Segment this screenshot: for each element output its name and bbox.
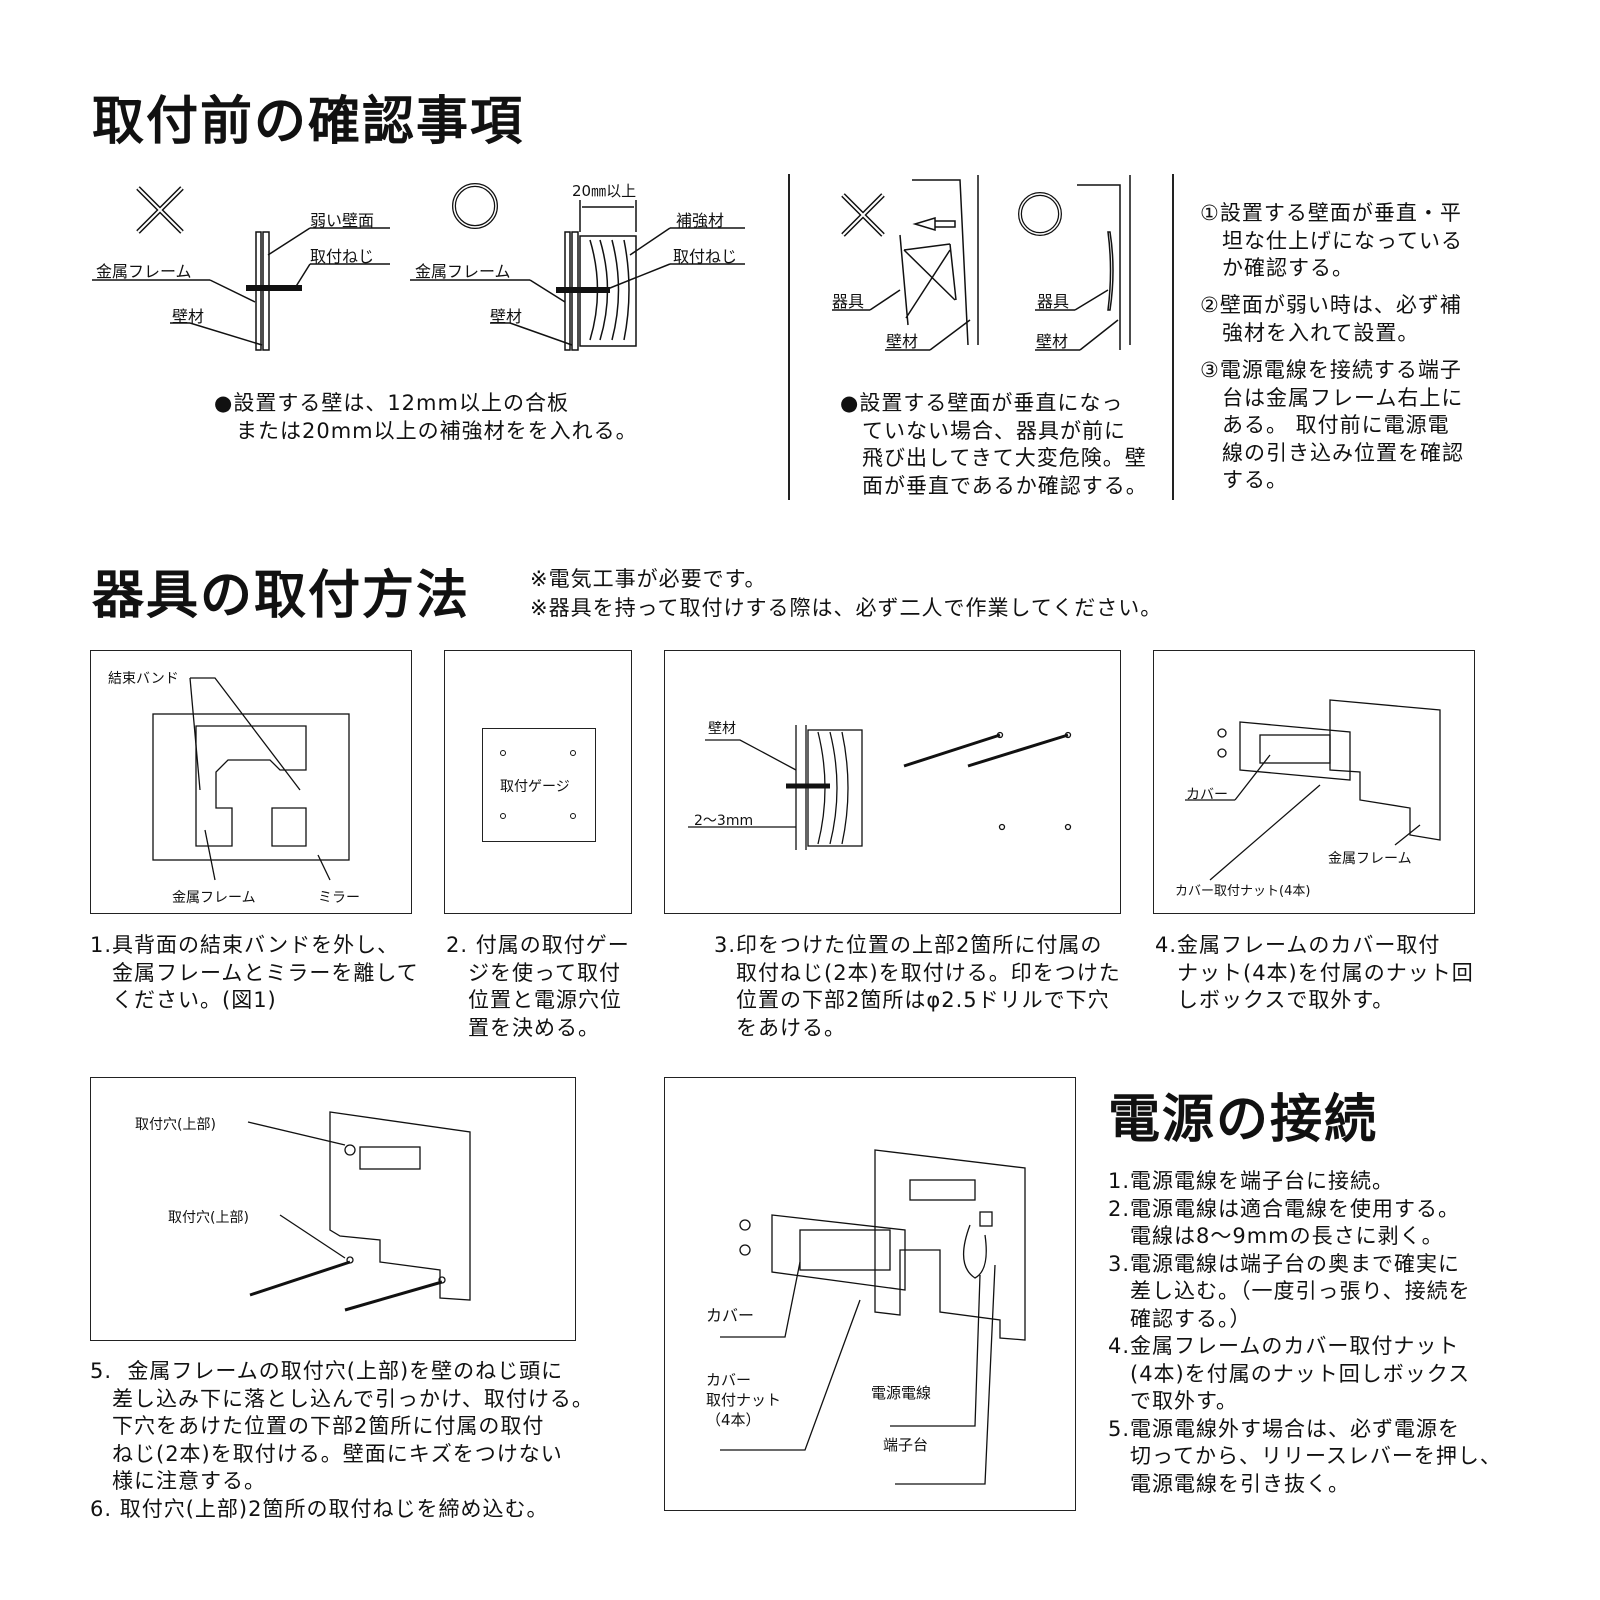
section-title-power-connection: 電源の接続 bbox=[1108, 1090, 1379, 1150]
figure-step-2 bbox=[444, 650, 632, 914]
label-cover: カバー bbox=[706, 1306, 755, 1325]
figure-step-5 bbox=[90, 1077, 576, 1341]
note-electrical-work: ※電気工事が必要です。 bbox=[530, 567, 767, 591]
wall-vertical-caption: ●設置する壁面が垂直になっ ていない場合、器具が前に 飛び出してきて大変危険。壁… bbox=[840, 391, 1148, 498]
step-1-caption: 1.具背面の結束バンドを外し、 金属フレームとミラーを離して ください。(図1) bbox=[90, 933, 419, 1012]
section-title-precheck: 取付前の確認事項 bbox=[92, 92, 525, 152]
label-metal-frame: 金属フレーム bbox=[415, 262, 511, 281]
label-gauge: 取付ゲージ bbox=[500, 779, 570, 795]
label-fixture: 器具 bbox=[1037, 292, 1070, 311]
label-mounting-hole-upper: 取付穴(上部) bbox=[168, 1210, 249, 1226]
step-5-6-caption: 5. 金属フレームの取付穴(上部)を壁のねじ頭に 差し込み下に落とし込んで引っか… bbox=[90, 1359, 594, 1521]
step-2-caption: 2. 付属の取付ゲー ジを使って取付 位置と電源穴位 置を決める。 bbox=[446, 933, 630, 1040]
label-dimension: 20㎜以上 bbox=[572, 182, 637, 200]
divider bbox=[1172, 174, 1174, 500]
label-metal-frame: 金属フレーム bbox=[172, 890, 256, 906]
label-weak-wall: 弱い壁面 bbox=[310, 211, 375, 230]
label-reinforcement: 補強材 bbox=[676, 211, 725, 230]
power-connection-instructions: 1.電源電線を端子台に接続。 2.電源電線は適合電線を使用する。 電線は8〜9m… bbox=[1108, 1169, 1502, 1496]
figure-step-4 bbox=[1153, 650, 1475, 914]
wall-strength-caption: ●設置する壁は、12mm以上の合板 または20mm以上の補強材をを入れる。 bbox=[214, 391, 638, 443]
label-metal-frame: 金属フレーム bbox=[1328, 851, 1412, 867]
checklist-item-1: ①設置する壁面が垂直・平 坦な仕上げになっている か確認する。 bbox=[1200, 201, 1463, 280]
label-mirror: ミラー bbox=[318, 890, 360, 906]
label-cover: カバー bbox=[1186, 787, 1228, 803]
label-cover-nut: カバー 取付ナット （4本） bbox=[706, 1371, 782, 1429]
figure-power-connection bbox=[664, 1077, 1076, 1511]
note-two-people: ※器具を持って取付けする際は、必ず二人で作業してください。 bbox=[530, 596, 1163, 620]
label-gap: 2〜3mm bbox=[694, 813, 754, 829]
section-title-installation: 器具の取付方法 bbox=[92, 566, 471, 626]
label-wall-material: 壁材 bbox=[708, 721, 736, 737]
label-wall-material: 壁材 bbox=[490, 307, 523, 326]
label-terminal-block: 端子台 bbox=[883, 1436, 929, 1454]
step-4-caption: 4.金属フレームのカバー取付 ナット(4本)を付属のナット回 しボックスで取外す… bbox=[1155, 933, 1474, 1012]
mounting-gauge bbox=[482, 728, 596, 842]
label-wall-material: 壁材 bbox=[886, 332, 919, 351]
label-wall-material: 壁材 bbox=[1036, 332, 1069, 351]
checklist-item-3: ③電源電線を接続する端子 台は金属フレーム右上に ある。 取付前に電源電 線の引… bbox=[1200, 358, 1464, 492]
figure-step-1 bbox=[90, 650, 412, 914]
label-metal-frame: 金属フレーム bbox=[96, 262, 192, 281]
label-power-wire: 電源電線 bbox=[871, 1384, 932, 1402]
checklist-item-2: ②壁面が弱い時は、必ず補 強材を入れて設置。 bbox=[1200, 293, 1462, 345]
figure-step-3 bbox=[664, 650, 1121, 914]
label-binding-band: 結束バンド bbox=[108, 671, 179, 687]
label-wall-material: 壁材 bbox=[172, 307, 205, 326]
step-3-caption: 3.印をつけた位置の上部2箇所に付属の 取付ねじ(2本)を取付ける。印をつけた … bbox=[714, 933, 1121, 1040]
label-mounting-hole-upper: 取付穴(上部) bbox=[135, 1117, 216, 1133]
label-screw: 取付ねじ bbox=[310, 247, 375, 266]
label-screw: 取付ねじ bbox=[673, 247, 738, 266]
divider bbox=[788, 174, 790, 500]
label-cover-nut: カバー取付ナット(4本) bbox=[1175, 884, 1311, 899]
label-fixture: 器具 bbox=[832, 292, 865, 311]
